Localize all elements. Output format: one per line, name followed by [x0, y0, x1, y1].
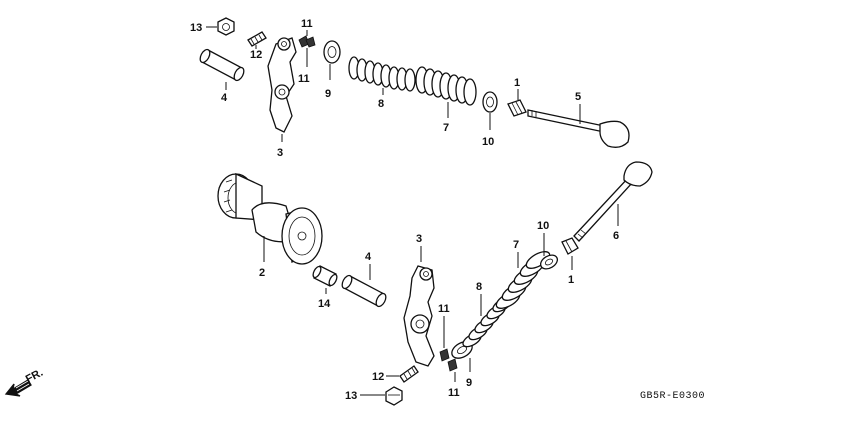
callout-13-bottom: 13: [345, 390, 357, 402]
callout-8-bottom: 8: [476, 281, 482, 293]
front-direction-arrow-icon: [4, 379, 32, 397]
callout-3-bottom: 3: [416, 233, 422, 245]
valve-cotter-part-top: [298, 35, 316, 48]
callout-6: 6: [613, 230, 619, 242]
callout-5: 5: [575, 91, 581, 103]
callout-14: 14: [318, 298, 331, 310]
rocker-arm-part-bottom: [403, 265, 435, 367]
callout-1-bottom: 1: [568, 274, 574, 286]
callout-8-top: 8: [378, 98, 384, 110]
callout-13-top: 13: [190, 22, 202, 34]
callout-4-bottom: 4: [365, 251, 372, 263]
front-marker-label: FR.: [24, 367, 45, 386]
callout-7-bottom: 7: [513, 239, 519, 251]
callout-12-top: 12: [250, 49, 262, 61]
intake-valve-part: [573, 161, 653, 242]
callout-1-top: 1: [514, 77, 520, 89]
callout-9-bottom: 9: [466, 377, 472, 389]
spring-seat-part-bottom: [539, 254, 559, 270]
nut-part-bottom: [385, 386, 403, 406]
collar-part: [312, 265, 338, 287]
callout-7-top: 7: [443, 122, 449, 134]
callout-12-bottom: 12: [372, 371, 384, 383]
rocker-shaft-part-top: [199, 48, 245, 82]
inner-spring-part-top: [348, 56, 416, 92]
stem-seal-part-top: [507, 99, 527, 117]
rocker-arm-part-top: [267, 37, 297, 133]
stem-seal-part-bottom: [561, 237, 579, 255]
callout-11-bottom-a: 11: [438, 303, 450, 315]
callout-4-top: 4: [221, 92, 228, 104]
callout-11-bottom-b: 11: [448, 387, 460, 399]
nut-part-top: [217, 17, 235, 36]
rocker-shaft-part-bottom: [341, 274, 387, 308]
callout-10-top: 10: [482, 136, 494, 148]
callout-11-top-b: 11: [298, 73, 310, 85]
spring-retainer-part-top: [323, 40, 341, 64]
valve-cotter-part-bottom: [439, 348, 458, 372]
callout-11-top-a: 11: [301, 18, 313, 30]
diagram-code: GB5R-E0300: [640, 391, 705, 402]
outer-spring-part-top: [415, 66, 477, 106]
spring-seat-part-top: [482, 91, 498, 113]
callout-9-top: 9: [325, 88, 331, 100]
adjusting-screw-part-bottom: [399, 365, 419, 383]
callout-2: 2: [259, 267, 265, 279]
callout-10-bottom: 10: [537, 220, 549, 232]
camshaft-part: [217, 172, 323, 265]
adjusting-screw-part-top: [247, 31, 267, 47]
exhaust-valve-part: [527, 109, 630, 148]
callout-3-top: 3: [277, 147, 283, 159]
